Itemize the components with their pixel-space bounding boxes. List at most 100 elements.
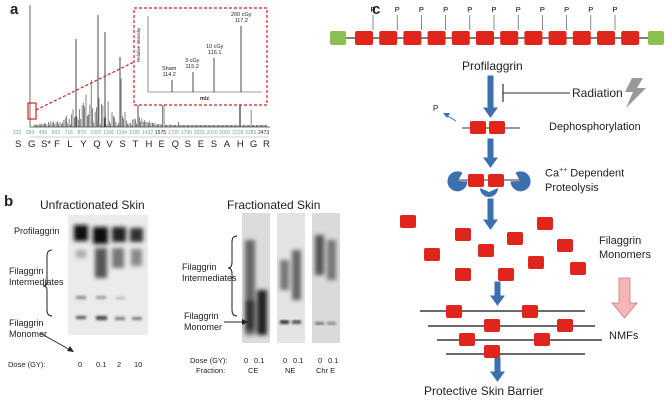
panel-a-letter: a — [10, 1, 19, 18]
label-profilaggrin: Profilaggrin — [462, 59, 523, 73]
mass-label: 2285 — [245, 130, 257, 136]
sequence-letter: H — [236, 139, 244, 150]
mass-label: 289 — [25, 130, 35, 136]
dose-right-3: 0.1 — [293, 356, 304, 365]
sequence-letter: Y — [80, 139, 87, 150]
profilaggrin-repeat — [597, 31, 615, 45]
phospho-label: P — [540, 5, 545, 14]
sequence-letter: G — [249, 139, 258, 150]
profilaggrin-repeat — [476, 31, 494, 45]
dose-left-1: 0.1 — [96, 360, 107, 369]
mass-label: 2091 — [219, 130, 231, 136]
zoom-line — [35, 61, 135, 111]
phospho-label: P — [612, 5, 617, 14]
dose-label-left: Dose (GY): — [8, 360, 46, 369]
label-dephos-p: P — [433, 104, 439, 113]
mass-label: 1007 — [90, 130, 102, 136]
unfractionated-title: Unfractionated Skin — [40, 198, 145, 212]
phospho-label: P — [419, 5, 424, 14]
dose-right-0: 0 — [244, 356, 249, 365]
phospho-label: P — [395, 5, 400, 14]
panel-c-letter: c — [372, 1, 381, 18]
profilaggrin-repeat — [355, 31, 373, 45]
sequence-letter: L — [67, 139, 73, 150]
mass-label: 716 — [64, 130, 73, 136]
profilaggrin-repeat — [427, 31, 446, 45]
zoom-region-box — [27, 102, 37, 120]
sequence-letter: S — [184, 139, 191, 150]
barrier-monomers — [446, 305, 573, 358]
sequence-letter: S — [119, 139, 126, 150]
dose-right-4: 0 — [318, 356, 323, 365]
mass-label: 2020 — [206, 130, 218, 136]
sequence-letter: E — [158, 139, 165, 150]
profilaggrin-repeat — [500, 31, 519, 45]
label-dephosphorylation: Dephosphorylation — [549, 121, 641, 133]
mass-label: 879 — [77, 130, 86, 136]
sequence-letter: H — [145, 139, 153, 150]
mass-label: 1790 — [180, 130, 192, 136]
dose-label-right: Dose (GY): — [190, 356, 228, 365]
sequence-letter: Q — [93, 139, 101, 150]
phospho-label: P — [564, 5, 569, 14]
mass-label: 2473 — [258, 130, 270, 136]
phospho-label: P — [370, 5, 375, 14]
nmf-arrow — [611, 277, 638, 319]
mass-label: 1575 — [154, 130, 167, 136]
mass-label: 1194 — [116, 130, 127, 136]
sequence-letter: F — [54, 139, 60, 150]
phospho-label: P — [443, 5, 448, 14]
dose-left-2: 2 — [117, 360, 122, 369]
fraction-chre: Chr E — [316, 366, 336, 375]
profilaggrin-repeat — [403, 31, 422, 45]
profilaggrin-repeat — [451, 31, 470, 45]
profilaggrin-repeat — [524, 31, 543, 45]
mass-label: 1106 — [103, 130, 115, 136]
mass-label: 2228 — [232, 130, 244, 136]
label-radiation: Radiation — [572, 86, 623, 100]
phospho-label: P — [491, 5, 496, 14]
fraction-label: Fraction: — [196, 366, 226, 375]
mass-label: 1295 — [129, 130, 141, 136]
label-profilaggrin-b: Profilaggrin — [14, 226, 60, 236]
mass-label: 232 — [13, 130, 22, 136]
profilaggrin-chain — [330, 31, 664, 45]
label-proteolysis: Ca++ Dependent Proteolysis — [545, 167, 625, 194]
inset-box — [133, 7, 268, 106]
sequence-letter: S* — [41, 139, 52, 150]
mass-label: 1432 — [142, 130, 154, 136]
sequence-letter: Q — [171, 139, 179, 150]
sequence-letter: S — [15, 139, 22, 150]
phospho-label: P — [588, 5, 593, 14]
lightning-icon — [625, 78, 646, 108]
profilaggrin-repeat — [379, 31, 398, 45]
fraction-ne: NE — [285, 366, 296, 375]
phospho-label: P — [516, 5, 521, 14]
dose-left-0: 0 — [78, 360, 83, 369]
dose-right-5: 0.1 — [328, 356, 339, 365]
spectrum-peaks — [33, 15, 268, 127]
inset-xlabel: m/z — [200, 96, 210, 102]
profilaggrin-repeat — [548, 31, 567, 45]
sequence-letter: S — [210, 139, 218, 150]
fraction-ce: CE — [248, 366, 259, 375]
label-nmfs: NMFs — [609, 330, 639, 342]
sequence-letter: T — [132, 139, 139, 150]
mass-label: 1833 — [193, 130, 205, 136]
profilaggrin-c-terminus — [648, 31, 664, 45]
dose-left-3: 10 — [134, 360, 143, 369]
mass-label: 603 — [51, 130, 61, 136]
mass-label: 1705 — [167, 130, 179, 136]
